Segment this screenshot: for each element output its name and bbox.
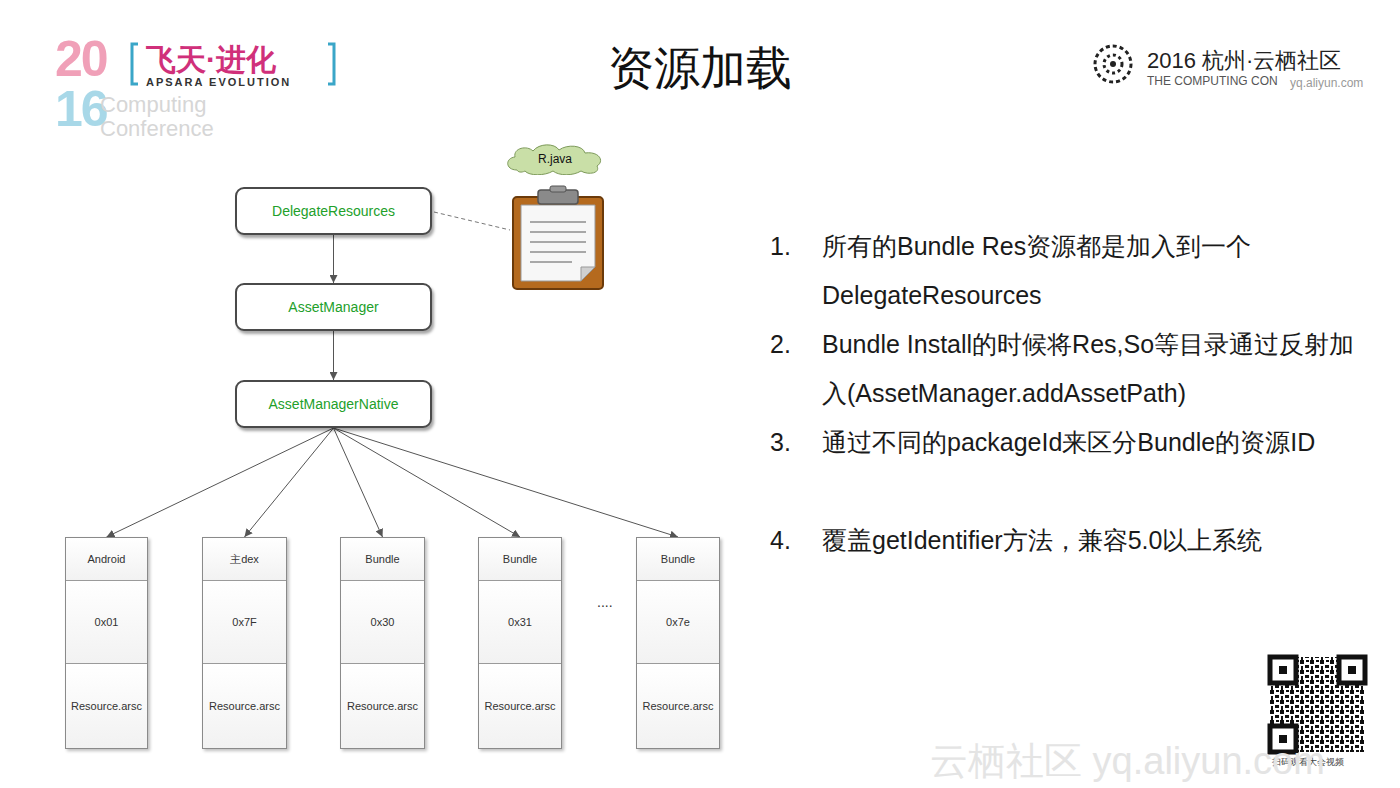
- package-id: 0x7F: [203, 580, 286, 663]
- process-box: DelegateResources: [235, 187, 432, 235]
- resource-column: Bundle 0x31Resource.arsc: [478, 537, 562, 749]
- box-label: DelegateResources: [272, 203, 395, 219]
- resource-column: Android 0x01Resource.arsc: [65, 537, 148, 749]
- brand-subtitle: THE COMPUTING CON: [1147, 74, 1278, 88]
- column-header: Android: [66, 538, 147, 580]
- cell-text: Android: [88, 553, 126, 565]
- cell-text: 主dex: [230, 552, 259, 567]
- resource-file: Resource.arsc: [341, 663, 424, 748]
- connector-arrow: [333, 331, 334, 380]
- resource-column: Bundle 0x7eResource.arsc: [636, 537, 720, 749]
- connector-arrow: [333, 235, 334, 283]
- connector-arrow: [334, 428, 383, 537]
- ellipsis: ....: [597, 594, 613, 610]
- resource-column: Bundle 0x30Resource.arsc: [340, 537, 425, 749]
- brand-url: yq.aliyun.com: [1290, 76, 1363, 90]
- connector-arrow: [334, 428, 679, 537]
- connector-arrow: [334, 428, 521, 537]
- list-text: 通过不同的packageId来区分Bundle的资源ID: [822, 418, 1367, 467]
- column-header: Bundle: [479, 538, 561, 580]
- package-id: 0x31: [479, 580, 561, 663]
- brand-name: 2016 杭州·云栖社区: [1147, 46, 1341, 76]
- resource-file: Resource.arsc: [66, 663, 147, 748]
- cell-text: 0x7F: [232, 616, 256, 628]
- cell-text: Bundle: [365, 553, 399, 565]
- list-number: 1.: [770, 222, 791, 271]
- list-text: 所有的Bundle Res资源都是加入到一个 DelegateResources: [822, 222, 1367, 320]
- logo-bracket: [132, 44, 138, 84]
- connector-arrow: [245, 428, 334, 537]
- logo-bracket: [328, 44, 334, 84]
- resource-file: Resource.arsc: [479, 663, 561, 748]
- logo-year: 20: [55, 30, 107, 88]
- cell-text: 0x31: [508, 616, 532, 628]
- cloud-label: R.java: [538, 152, 572, 166]
- cell-text: Resource.arsc: [485, 700, 556, 712]
- cell-text: Bundle: [503, 553, 537, 565]
- list-text: Bundle Install的时候将Res,So等目录通过反射加入(AssetM…: [822, 320, 1367, 418]
- list-number: 4.: [770, 516, 791, 565]
- connector-arrow: [107, 428, 334, 537]
- leader-line: [434, 212, 510, 230]
- cell-text: 0x30: [371, 616, 395, 628]
- cell-text: Resource.arsc: [347, 700, 418, 712]
- cell-text: 0x7e: [666, 616, 690, 628]
- qr-code: [1270, 657, 1365, 752]
- resource-column: 主dex 0x7F Resource.arsc: [202, 537, 287, 749]
- list-number: 2.: [770, 320, 791, 369]
- box-label: AssetManager: [288, 299, 378, 315]
- cell-text: Resource.arsc: [643, 700, 714, 712]
- cell-text: Bundle: [661, 553, 695, 565]
- cloud-shape: R.java: [503, 143, 607, 175]
- process-box: AssetManager: [235, 283, 432, 331]
- package-id: 0x01: [66, 580, 147, 663]
- box-label: AssetManagerNative: [269, 396, 399, 412]
- watermark: 云栖社区 yq.aliyun.com: [930, 736, 1325, 787]
- logo-subtitle: APSARA EVOLUTION: [146, 76, 291, 88]
- logo-title: 飞天·进化: [146, 40, 276, 81]
- column-header: 主dex: [203, 538, 286, 580]
- clipboard-icon: [513, 186, 603, 289]
- column-header: Bundle: [637, 538, 719, 580]
- column-header: Bundle: [341, 538, 424, 580]
- list-number: 3.: [770, 418, 791, 467]
- resource-file: Resource.arsc: [203, 663, 286, 748]
- slide-title: 资源加载: [608, 38, 792, 100]
- package-id: 0x30: [341, 580, 424, 663]
- logo-watermark: Computing: [100, 92, 206, 118]
- resource-file: Resource.arsc: [637, 663, 719, 748]
- process-box: AssetManagerNative: [235, 380, 432, 428]
- package-id: 0x7e: [637, 580, 719, 663]
- cell-text: Resource.arsc: [209, 700, 280, 712]
- logo-year: 16: [55, 80, 107, 138]
- cell-text: 0x01: [95, 616, 119, 628]
- cell-text: Resource.arsc: [71, 700, 142, 712]
- list-text: 覆盖getIdentifier方法，兼容5.0以上系统: [822, 516, 1367, 565]
- logo-watermark: Conference: [100, 116, 214, 142]
- logo-mark: [1095, 46, 1131, 82]
